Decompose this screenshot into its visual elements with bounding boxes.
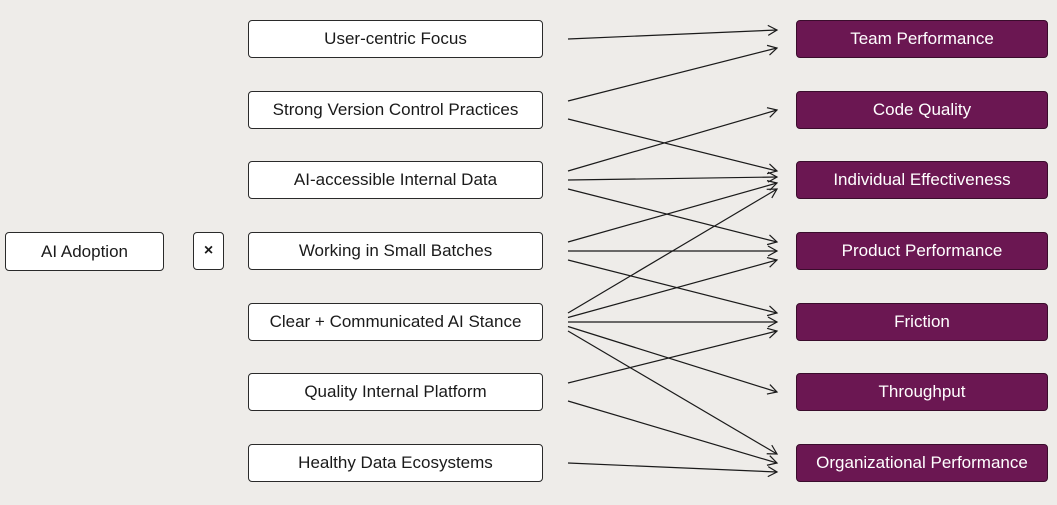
connection-arrow: [567, 118, 779, 175]
outcome-team-performance: Team Performance: [796, 20, 1048, 58]
outcome-organizational-performance: Organizational Performance: [796, 444, 1048, 482]
connection-arrow: [567, 400, 779, 466]
connection-arrow: [567, 327, 779, 384]
outcome-product-performance: Product Performance: [796, 232, 1048, 270]
connection-arrow: [567, 188, 779, 314]
ai-adoption-box: AI Adoption: [5, 232, 164, 271]
capability-strong-version-control: Strong Version Control Practices: [248, 91, 543, 129]
outcome-throughput: Throughput: [796, 373, 1048, 411]
connection-arrow: [567, 259, 779, 317]
capability-working-in-small-batches: Working in Small Batches: [248, 232, 543, 270]
connection-arrow: [567, 325, 779, 395]
capability-healthy-data-ecosystems: Healthy Data Ecosystems: [248, 444, 543, 482]
capability-clear-communicated-ai-stance: Clear + Communicated AI Stance: [248, 303, 543, 341]
connection-arrow: [567, 180, 779, 243]
connection-arrow: [567, 24, 779, 40]
connection-arrow: [567, 107, 779, 172]
connection-arrow: [567, 188, 779, 246]
connection-arrow: [567, 462, 779, 478]
capability-ai-accessible-internal-data: AI-accessible Internal Data: [248, 161, 543, 199]
outcome-friction: Friction: [796, 303, 1048, 341]
capability-user-centric-focus: User-centric Focus: [248, 20, 543, 58]
capability-quality-internal-platform: Quality Internal Platform: [248, 373, 543, 411]
connection-arrow: [567, 171, 779, 183]
connection-arrow: [567, 330, 779, 455]
connection-arrow: [567, 44, 779, 102]
multiply-operator: ×: [193, 232, 224, 270]
connection-arrow: [567, 256, 779, 319]
outcome-code-quality: Code Quality: [796, 91, 1048, 129]
outcome-individual-effectiveness: Individual Effectiveness: [796, 161, 1048, 199]
